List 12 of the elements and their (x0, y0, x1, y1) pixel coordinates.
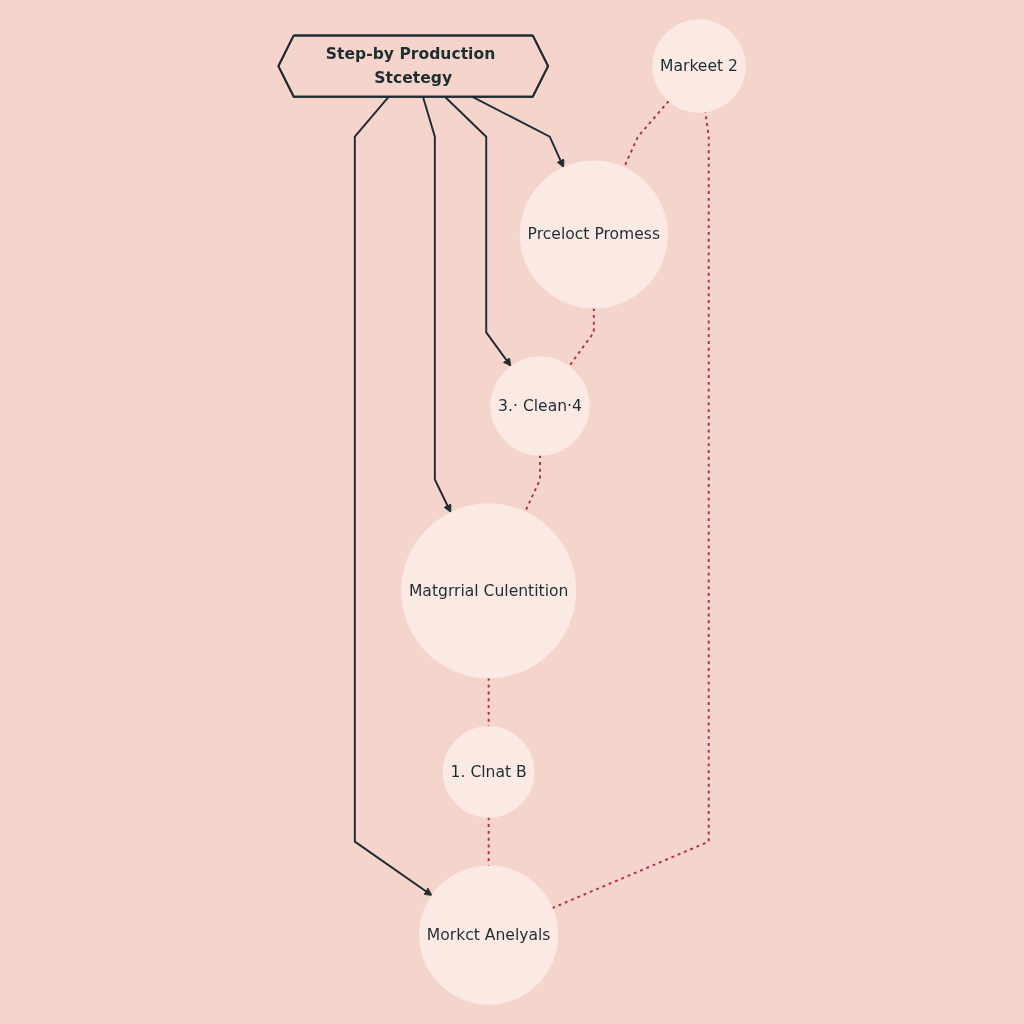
node-circle: Prceloct Promess (519, 160, 668, 309)
node-circle: Markeet 2 (652, 19, 746, 113)
connector (568, 307, 595, 368)
node-circle: Morkct Anelyals (419, 865, 559, 1005)
arrow (444, 96, 512, 367)
connector (524, 454, 542, 513)
arrow (422, 96, 452, 513)
node-circle: Matgrrial Culentition (401, 503, 577, 679)
node-circle: 3.· Clean·4 (490, 356, 590, 456)
arrow (354, 96, 433, 896)
node-circle: 1. Clnat B (442, 726, 535, 818)
arrow (472, 96, 565, 168)
